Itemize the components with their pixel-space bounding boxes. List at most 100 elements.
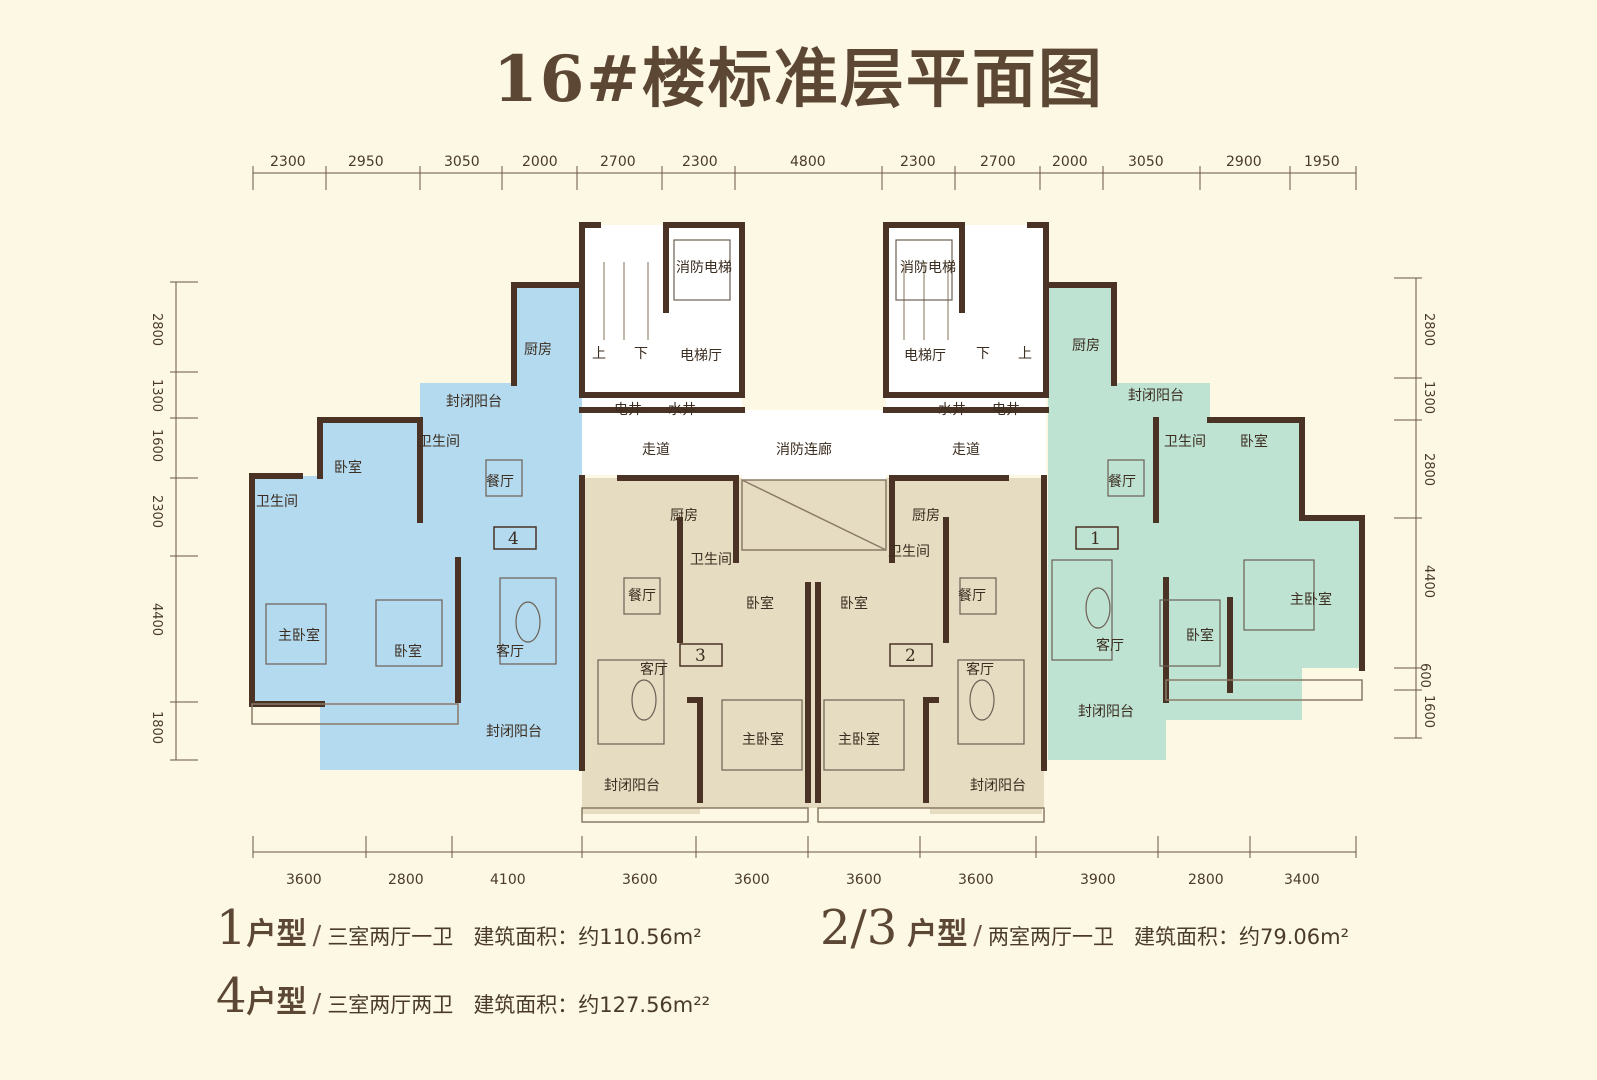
unit2-living-label: 客厅 — [966, 661, 994, 678]
elec-shaft-left-label: 电井 — [614, 402, 642, 418]
legend-unit-4-number: 4 — [216, 968, 247, 1024]
unit1-bedroom-top-label: 卧室 — [1240, 433, 1268, 450]
legend-unit-1-number: 1 — [216, 900, 247, 956]
fire-elevator-right-label: 消防电梯 — [900, 260, 956, 276]
unit3-master-label: 主卧室 — [742, 731, 784, 748]
unit2-kitchen-label: 厨房 — [912, 508, 940, 524]
unit1-balcony-top-label: 封闭阳台 — [1128, 388, 1184, 404]
bottom-dimension-label: 4100 — [490, 872, 526, 888]
unit4-kitchen-label: 厨房 — [524, 342, 552, 358]
elevator-hall-left-label: 电梯厅 — [680, 348, 722, 364]
unit4-number: 4 — [508, 529, 519, 549]
fire-elevator-left-label: 消防电梯 — [676, 260, 732, 276]
legend-unit-2-3-slash: / — [973, 921, 983, 951]
legend-unit-2-3-area: 建筑面积：约79.06m² — [1134, 925, 1350, 949]
unit4-master-label: 主卧室 — [278, 627, 320, 644]
core-area — [582, 225, 1046, 480]
unit4-bath1-label: 卫生间 — [418, 434, 460, 450]
bottom-dimension-label: 3900 — [1080, 872, 1116, 888]
water-shaft-left-label: 水井 — [668, 402, 696, 418]
stair-up-right-label: 上 — [1018, 346, 1032, 362]
legend-unit-4-slash: / — [312, 989, 322, 1019]
unit-4-area — [252, 285, 582, 770]
unit1-balcony-bottom-label: 封闭阳台 — [1078, 704, 1134, 720]
top-dimension-label: 2000 — [522, 154, 558, 170]
elec-shaft-right-label: 电井 — [992, 402, 1020, 418]
top-dimension-label: 4800 — [790, 154, 826, 170]
top-dimension-label: 2300 — [900, 154, 936, 170]
unit1-bath-label: 卫生间 — [1164, 434, 1206, 450]
top-dimension-label: 2700 — [980, 154, 1016, 170]
bottom-dimension-label: 2800 — [1188, 872, 1224, 888]
legend-unit-1-slash: / — [312, 921, 322, 951]
bottom-dimension-label: 3600 — [846, 872, 882, 888]
elevator-hall-right-label: 电梯厅 — [904, 348, 946, 364]
corridor-right-label: 走道 — [952, 442, 980, 458]
unit3-kitchen-label: 厨房 — [670, 508, 698, 524]
unit2-bath-label: 卫生间 — [888, 544, 930, 560]
legend-unit-2-3-desc: 两室两厅一卫 — [988, 925, 1115, 949]
legend-unit-4-area: 建筑面积：约127.56m²² — [473, 993, 711, 1017]
unit3-bedroom-label: 卧室 — [746, 595, 774, 612]
bottom-dimension-label: 3600 — [958, 872, 994, 888]
top-dimension-label: 3050 — [1128, 154, 1164, 170]
unit2-balcony-label: 封闭阳台 — [970, 778, 1026, 794]
window-lines — [251, 479, 1363, 823]
top-dimension-label: 2700 — [600, 154, 636, 170]
legend-unit-1-type: 户型 — [246, 917, 307, 952]
fire-corridor-label: 消防连廊 — [776, 441, 832, 458]
bottom-dimension-label: 3600 — [734, 872, 770, 888]
unit2-master-label: 主卧室 — [838, 731, 880, 748]
legend-unit-2-3-number: 2/3 — [820, 900, 898, 956]
top-dimension-label: 2300 — [270, 154, 306, 170]
bottom-dimension-label: 2800 — [388, 872, 424, 888]
legend-unit-4: 4户型/三室两厅两卫建筑面积：约127.56m²² — [216, 968, 710, 1024]
unit1-dining-label: 餐厅 — [1108, 474, 1136, 490]
top-dimension-label: 3050 — [444, 154, 480, 170]
top-dimension-label: 2900 — [1226, 154, 1262, 170]
dimension-lines — [175, 172, 1417, 853]
top-dimension-label: 1950 — [1304, 154, 1340, 170]
page-title: 16#楼标准层平面图 — [493, 42, 1104, 117]
top-dimension-label: 2950 — [348, 154, 384, 170]
unit1-master-label: 主卧室 — [1290, 591, 1332, 608]
stair-up-left-label: 上 — [592, 346, 606, 362]
unit-1-area — [1048, 285, 1362, 760]
bottom-dimension-label: 3600 — [286, 872, 322, 888]
stair-down-left-label: 下 — [634, 346, 648, 362]
unit3-bath-label: 卫生间 — [690, 552, 732, 568]
unit1-kitchen-label: 厨房 — [1072, 338, 1100, 354]
corridor-left-label: 走道 — [642, 442, 670, 458]
bottom-dimension-label: 3400 — [1284, 872, 1320, 888]
unit2-bedroom-label: 卧室 — [840, 595, 868, 612]
legend-unit-1-desc: 三室两厅一卫 — [327, 925, 454, 949]
legend-unit-2-3-type: 户型 — [907, 917, 968, 952]
unit4-bath2-label: 卫生间 — [256, 494, 298, 510]
unit-number-boxes — [493, 526, 1119, 667]
unit1-bedroom-label: 卧室 — [1186, 627, 1214, 644]
unit4-living-label: 客厅 — [496, 643, 524, 660]
top-dimension-label: 2000 — [1052, 154, 1088, 170]
unit4-dining-label: 餐厅 — [486, 474, 514, 490]
dimension-ticks — [170, 166, 1422, 858]
unit4-balcony-bottom-label: 封闭阳台 — [486, 724, 542, 740]
unit3-number: 3 — [695, 646, 706, 666]
legend-unit-2-3: 2/3 户型/两室两厅一卫建筑面积：约79.06m² — [820, 900, 1349, 956]
legend-unit-4-type: 户型 — [246, 985, 307, 1020]
top-dimension-label: 2300 — [682, 154, 718, 170]
legend-unit-4-desc: 三室两厅两卫 — [327, 993, 454, 1017]
unit4-bedroom-top-label: 卧室 — [334, 459, 362, 476]
unit3-living-label: 客厅 — [640, 661, 668, 678]
unit1-number: 1 — [1090, 529, 1101, 549]
unit1-living-label: 客厅 — [1096, 637, 1124, 654]
legend-unit-1: 1户型/三室两厅一卫建筑面积：约110.56m² — [216, 900, 702, 956]
bottom-dimension-label: 3600 — [622, 872, 658, 888]
unit3-balcony-label: 封闭阳台 — [604, 778, 660, 794]
unit3-dining-label: 餐厅 — [628, 588, 656, 604]
unit4-bedroom-label: 卧室 — [394, 643, 422, 660]
unit2-number: 2 — [905, 646, 916, 666]
furniture — [265, 239, 1315, 771]
unit4-balcony-top-label: 封闭阳台 — [446, 394, 502, 410]
water-shaft-right-label: 水井 — [938, 402, 966, 418]
